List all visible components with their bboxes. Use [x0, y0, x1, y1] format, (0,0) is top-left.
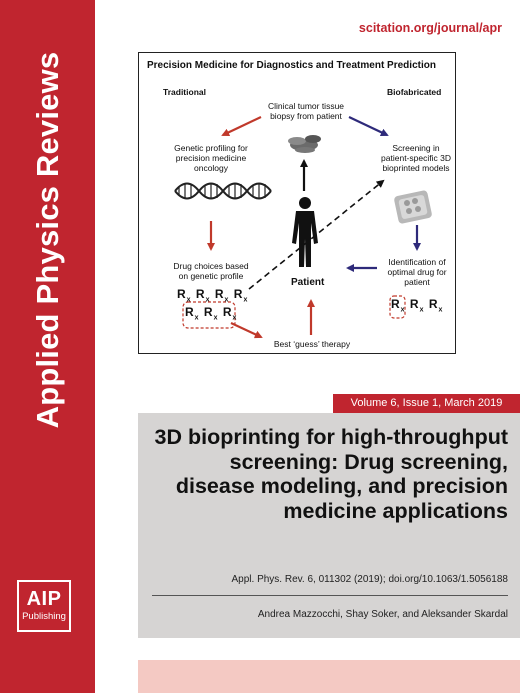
article-title[interactable]: 3D bioprinting for high-throughput scree…	[154, 425, 508, 523]
best-guess-text: Best ‘guess’ therapy	[273, 339, 351, 349]
dna-helix-icon	[174, 182, 272, 200]
arrow-to-genetic	[221, 116, 262, 137]
rx-row-optimal: Rx Rx Rx	[391, 297, 444, 314]
dashed-diagonal-arrow	[248, 179, 385, 290]
journal-title: Applied Physics Reviews	[30, 51, 65, 429]
article-citation[interactable]: Appl. Phys. Rev. 6, 011302 (2019); doi.o…	[231, 574, 509, 585]
aip-logo-sub: Publishing	[22, 611, 66, 622]
issue-info: Volume 6, Issue 1, March 2019	[333, 394, 520, 413]
biofabricated-label: Biofabricated	[387, 87, 442, 97]
patient-label: Patient	[291, 277, 325, 288]
rx-row-traditional-top: Rx Rx Rx Rx	[177, 287, 249, 304]
aip-logo-main: AIP	[26, 588, 62, 610]
arrow-to-best-guess	[230, 322, 263, 339]
rx-optimal-box	[389, 295, 406, 319]
aip-publishing-logo: AIP Publishing	[17, 580, 71, 632]
arrow-to-screening	[348, 116, 389, 137]
article-box: 3D bioprinting for high-throughput scree…	[138, 413, 520, 638]
identification-text: Identification of optimal drug for patie…	[387, 257, 447, 287]
rx-traditional-box	[182, 301, 236, 329]
traditional-label: Traditional	[163, 87, 206, 97]
article-authors: Andrea Mazzocchi, Shay Soker, and Aleksa…	[257, 609, 508, 620]
journal-url[interactable]: scitation.org/journal/apr	[358, 21, 502, 35]
journal-spine: Applied Physics Reviews AIP Publishing	[0, 0, 95, 693]
bottom-band	[138, 660, 520, 693]
rx-row-traditional-bottom: Rx Rx Rx	[185, 305, 238, 322]
figure-title: Precision Medicine for Diagnostics and T…	[147, 60, 436, 71]
bioprinted-plate-icon	[394, 190, 432, 224]
screening-text: Screening in patient-specific 3D bioprin…	[381, 143, 451, 173]
figure-graphics	[174, 116, 432, 339]
genetic-profiling-text: Genetic profiling for precision medicine…	[174, 143, 248, 173]
cover-figure: Precision Medicine for Diagnostics and T…	[138, 52, 456, 354]
tumor-tissue-icon	[288, 135, 321, 153]
biopsy-text: Clinical tumor tissue biopsy from patien…	[267, 101, 345, 121]
article-divider	[152, 595, 508, 596]
patient-silhouette-icon	[292, 197, 318, 267]
drug-choices-text: Drug choices based on genetic profile	[173, 261, 249, 281]
